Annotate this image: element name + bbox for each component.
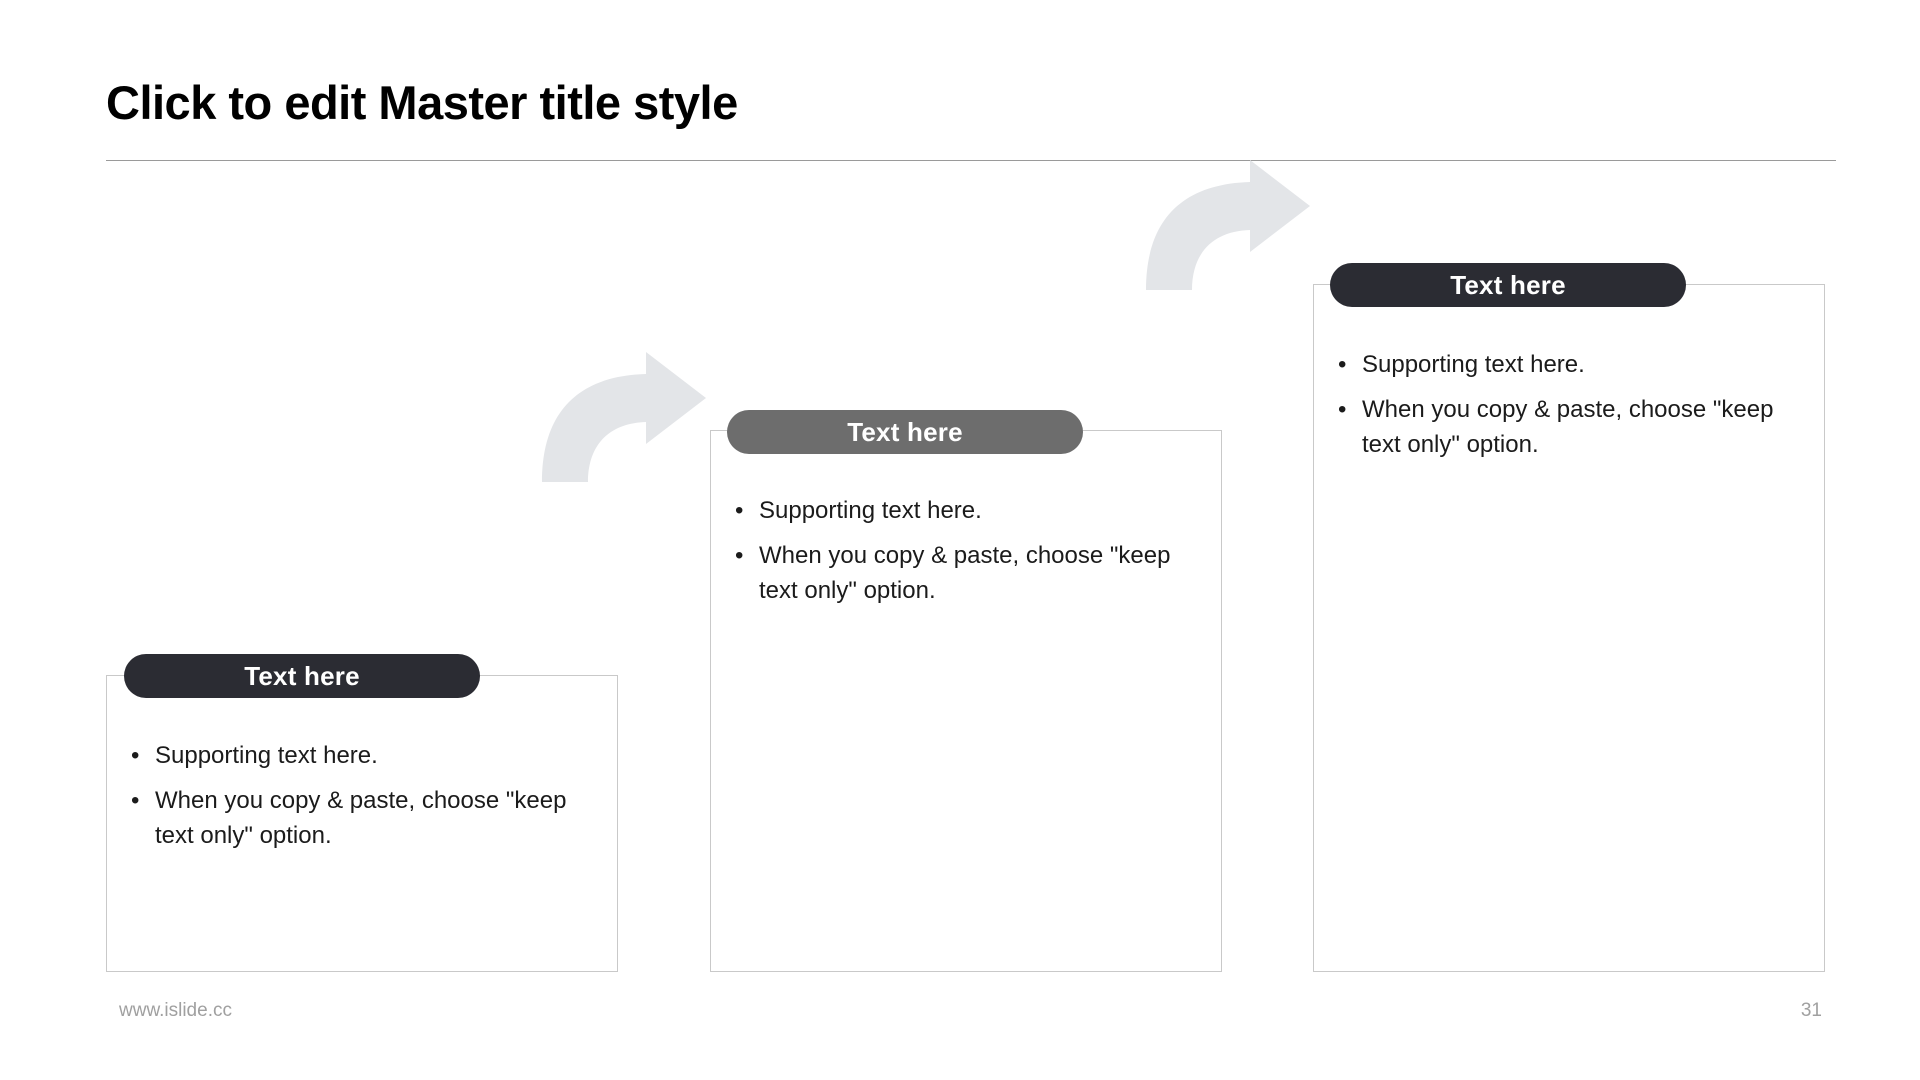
- list-item-text: Supporting text here.: [759, 497, 982, 524]
- card-1-body: • Supporting text here. • When you copy …: [131, 738, 597, 863]
- list-item-text: When you copy & paste, choose "keep text…: [155, 786, 567, 850]
- bullet-marker-icon: •: [1338, 351, 1347, 378]
- content-card-3: • Supporting text here. • When you copy …: [1313, 284, 1825, 972]
- page-title[interactable]: Click to edit Master title style: [106, 76, 738, 129]
- card-1-header-pill[interactable]: Text here: [124, 654, 480, 698]
- card-2-body: • Supporting text here. • When you copy …: [735, 493, 1201, 618]
- curved-arrow-icon: [534, 350, 714, 482]
- list-item[interactable]: • When you copy & paste, choose "keep te…: [735, 538, 1201, 609]
- card-3-body: • Supporting text here. • When you copy …: [1338, 347, 1804, 472]
- list-item[interactable]: • When you copy & paste, choose "keep te…: [131, 783, 597, 854]
- list-item-text: Supporting text here.: [155, 742, 378, 769]
- bullet-marker-icon: •: [1338, 395, 1347, 423]
- bullet-marker-icon: •: [735, 497, 744, 524]
- content-card-2: • Supporting text here. • When you copy …: [710, 430, 1222, 972]
- list-item[interactable]: • Supporting text here.: [131, 738, 597, 774]
- list-item[interactable]: • Supporting text here.: [735, 493, 1201, 529]
- card-3-header-pill[interactable]: Text here: [1330, 263, 1686, 307]
- bullet-marker-icon: •: [735, 541, 744, 569]
- title-divider: [106, 160, 1836, 161]
- list-item[interactable]: • When you copy & paste, choose "keep te…: [1338, 392, 1804, 463]
- curved-arrow-icon: [542, 352, 706, 482]
- list-item[interactable]: • Supporting text here.: [1338, 347, 1804, 383]
- footer-website[interactable]: www.islide.cc: [119, 1000, 232, 1021]
- card-2-header-label: Text here: [847, 416, 963, 447]
- title-block: Click to edit Master title style: [106, 76, 1836, 129]
- bullet-marker-icon: •: [131, 786, 140, 814]
- footer-page-number: 31: [1800, 1000, 1822, 1021]
- card-2-header-pill[interactable]: Text here: [727, 410, 1083, 454]
- list-item-text: Supporting text here.: [1362, 351, 1585, 378]
- card-1-header-label: Text here: [244, 660, 360, 691]
- content-card-1: • Supporting text here. • When you copy …: [106, 675, 618, 972]
- curved-arrow-icon: [1146, 160, 1310, 290]
- card-3-header-label: Text here: [1450, 269, 1566, 300]
- list-item-text: When you copy & paste, choose "keep text…: [1362, 395, 1774, 459]
- list-item-text: When you copy & paste, choose "keep text…: [759, 541, 1171, 605]
- curved-arrow-icon: [1138, 158, 1318, 290]
- bullet-marker-icon: •: [131, 742, 140, 769]
